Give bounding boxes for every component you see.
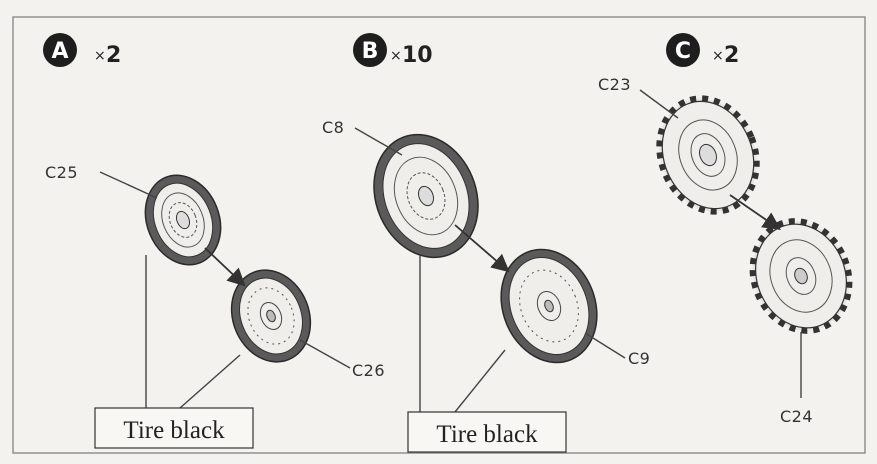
paint-note-a-box <box>94 407 254 449</box>
part-c9-wheel-rim <box>500 248 598 364</box>
c23-leader <box>639 89 679 119</box>
tire-black-b-leader-2 <box>454 349 506 413</box>
part-c26-wheel-rim <box>230 269 312 363</box>
step-b-count: 10 <box>402 43 433 68</box>
step-c-count: 2 <box>724 43 739 68</box>
step-a-count: 2 <box>106 43 121 68</box>
step-b-letter: B <box>362 39 379 64</box>
step-c-header: C × 2 <box>666 33 739 68</box>
c9-leader <box>584 332 626 359</box>
part-c24-toothed-rim <box>749 218 853 334</box>
step-c-badge <box>666 33 700 67</box>
assembly-arrow-b <box>454 224 510 273</box>
paint-note-b-box <box>407 411 567 453</box>
step-a-badge <box>43 33 77 67</box>
c8-leader <box>354 127 403 156</box>
paint-note-a-label: Tire black <box>123 417 225 444</box>
step-c-multiplier: × <box>712 48 724 64</box>
c26-label: C26 <box>352 361 385 380</box>
c25-leader <box>99 171 158 199</box>
c26-leader <box>299 339 351 369</box>
assembly-arrow-a <box>204 247 246 287</box>
step-a-multiplier: × <box>94 48 106 64</box>
step-b-multiplier: × <box>390 48 402 64</box>
part-c25-wheel-hub <box>144 174 222 266</box>
step-c-letter: C <box>675 39 691 64</box>
c8-label: C8 <box>322 118 344 137</box>
step-b-header: B × 10 <box>353 33 433 68</box>
diagram-frame <box>12 16 866 454</box>
c25-label: C25 <box>45 163 78 182</box>
paint-note-b-label: Tire black <box>436 421 538 448</box>
assembly-arrow-c <box>729 194 781 231</box>
step-a-letter: A <box>51 39 68 64</box>
step-a-header: A × 2 <box>43 33 121 68</box>
step-b-badge <box>353 33 387 67</box>
c9-label: C9 <box>628 349 650 368</box>
c23-label: C23 <box>598 75 631 94</box>
tire-black-a-leader-2 <box>179 354 241 409</box>
c24-label: C24 <box>780 407 813 426</box>
part-c23-toothed-hub <box>656 95 760 215</box>
part-c8-wheel-hub <box>373 133 479 259</box>
